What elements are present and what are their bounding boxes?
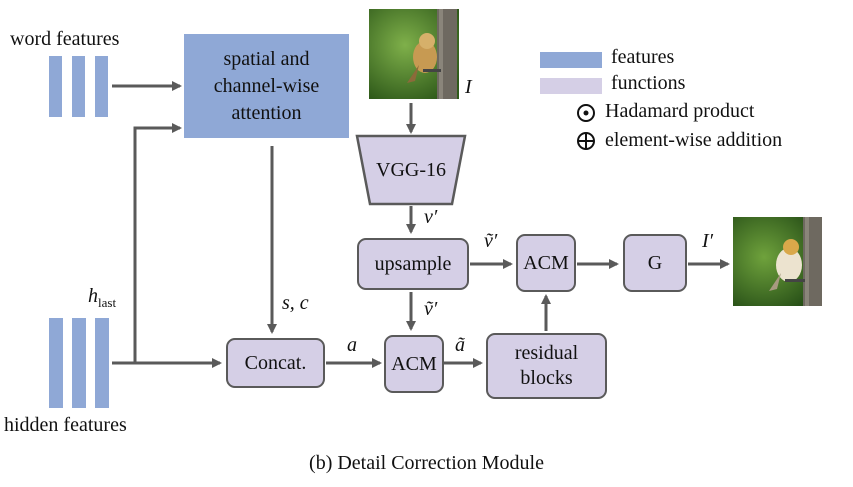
- upsample-box: upsample: [357, 238, 469, 290]
- v-tilde-prime-label-down: ṽ′: [424, 298, 438, 320]
- arrow-hidden-to-attention: [133, 123, 182, 363]
- legend-addition-label: element-wise addition: [605, 129, 783, 151]
- element-wise-addition-icon: [577, 132, 595, 150]
- legend-functions-label: functions: [611, 72, 686, 94]
- hidden-features-label: hidden features: [4, 414, 127, 436]
- legend-feature-swatch: [540, 52, 602, 68]
- word-feature-bar: [49, 56, 62, 117]
- generator-g-box: G: [623, 234, 687, 292]
- concat-box: Concat.: [226, 338, 325, 388]
- s-c-label: s, c: [282, 292, 309, 314]
- output-bird-image: [733, 217, 822, 306]
- legend-features-label: features: [611, 46, 675, 68]
- h-last-base: h: [88, 285, 98, 307]
- input-bird-image: [369, 9, 459, 99]
- vgg-trapezoid: [355, 134, 467, 206]
- legend-hadamard-label: Hadamard product: [605, 100, 755, 122]
- acm-bottom-box: ACM: [384, 335, 444, 393]
- h-last-label: hlast: [88, 285, 116, 311]
- v-prime-label: v′: [424, 206, 438, 228]
- residual-blocks-box: residual blocks: [486, 333, 607, 399]
- image-I-label: I: [465, 76, 472, 98]
- hidden-feature-bar: [72, 318, 86, 408]
- hadamard-product-icon: [577, 104, 595, 122]
- bird-photo-graphic: [733, 217, 822, 306]
- hidden-feature-bar: [49, 318, 63, 408]
- a-tilde-label: ã: [455, 334, 465, 356]
- word-features-label: word features: [10, 28, 120, 50]
- word-feature-bar: [95, 56, 108, 117]
- a-label: a: [347, 334, 357, 356]
- figure-caption: (b) Detail Correction Module: [309, 452, 544, 474]
- h-last-sub: last: [98, 295, 117, 310]
- hidden-feature-bar: [95, 318, 109, 408]
- word-feature-bar: [72, 56, 85, 117]
- vgg-16-box: VGG-16: [376, 158, 446, 181]
- output-I-prime-label: I′: [702, 230, 714, 252]
- attention-box: spatial and channel-wise attention: [184, 34, 349, 138]
- legend-function-swatch: [540, 78, 602, 94]
- v-tilde-prime-label-right: ṽ′: [484, 230, 498, 252]
- acm-top-box: ACM: [516, 234, 576, 292]
- bird-photo-graphic: [369, 9, 459, 99]
